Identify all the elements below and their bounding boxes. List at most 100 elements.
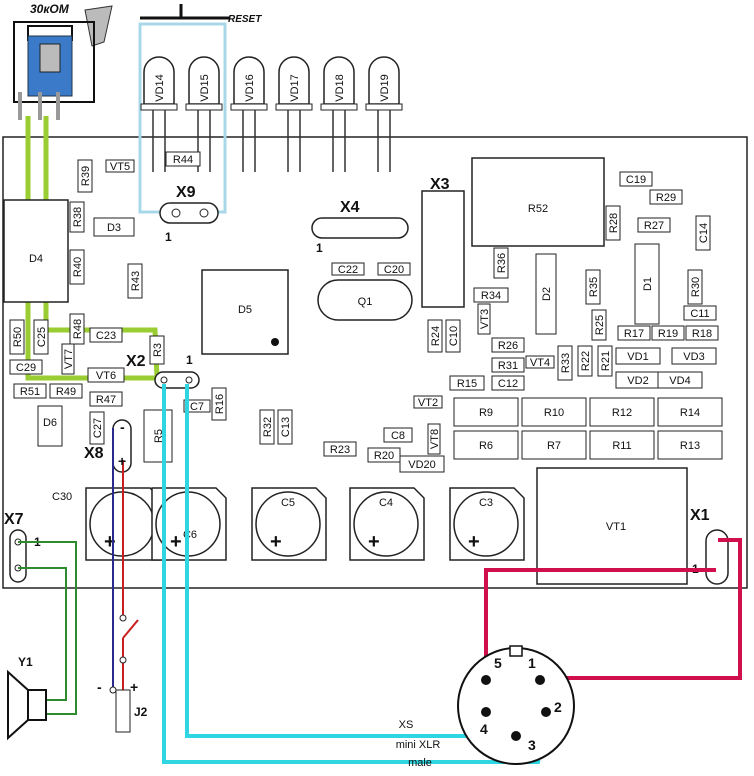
x9-label: X9: [176, 184, 196, 201]
part-vd1: VD1: [615, 347, 661, 365]
part-vd2: VD2: [615, 371, 661, 389]
led-vd18: VD18: [320, 56, 358, 172]
led-label: VD16: [244, 74, 256, 102]
x3-label: X3: [430, 176, 450, 193]
x1-label: X1: [690, 507, 710, 524]
part-label: C29: [16, 362, 36, 374]
part-r20: R20: [367, 447, 401, 463]
part-label: R36: [496, 253, 508, 273]
part-label: R16: [214, 394, 226, 414]
part-label: R33: [560, 353, 572, 373]
resistor-label: R11: [612, 440, 631, 452]
q1-label: Q1: [358, 296, 373, 308]
j2-minus: -: [97, 679, 102, 695]
part-r25: R25: [591, 309, 607, 341]
part-c20: C20: [377, 262, 411, 276]
xlr-type: mini XLR: [396, 739, 441, 751]
x4-pin1: 1: [316, 241, 323, 255]
part-label: C8: [391, 430, 405, 442]
resistor-r10: R10: [521, 397, 587, 427]
resistor-label: R10: [544, 407, 564, 419]
part-label: R23: [330, 444, 350, 456]
part-r44: R44: [165, 151, 201, 167]
part-r50: R50: [9, 319, 25, 355]
part-label: R21: [600, 351, 612, 371]
part-r5: R5: [143, 409, 173, 463]
part-label: VT2: [418, 397, 438, 409]
resistor-r7: R7: [521, 430, 587, 460]
part-label: R48: [72, 319, 84, 339]
x8-label: X8: [84, 445, 104, 462]
part-label: R22: [580, 351, 592, 371]
xlr-pin2: 2: [554, 699, 562, 715]
part-label: R40: [72, 257, 84, 277]
led-label: VD15: [199, 74, 211, 102]
d6-label: D6: [43, 417, 57, 429]
vt1-label: VT1: [606, 521, 626, 533]
d3-label: D3: [107, 222, 121, 234]
xlr-gender: male: [408, 757, 432, 769]
xlr-name: XS: [399, 719, 414, 731]
led-vd14: VD14: [140, 56, 178, 172]
part-c27: C27: [89, 411, 105, 445]
part-r24: R24: [427, 319, 443, 353]
x7-connector: [9, 529, 27, 583]
x3-connector: [421, 190, 465, 308]
part-label: R28: [608, 213, 620, 233]
reset-label: RESET: [228, 14, 262, 25]
capacitor-label: C4: [379, 497, 393, 509]
capacitor-label: C5: [281, 497, 295, 509]
part-label: VT4: [530, 357, 550, 369]
part-r18: R18: [685, 325, 719, 341]
part-label: R20: [374, 450, 394, 462]
d2-diode: [535, 253, 557, 335]
d2-label: D2: [541, 287, 553, 301]
led-vd16: VD16: [230, 56, 268, 172]
part-label: R43: [130, 271, 142, 291]
part-r22: R22: [577, 345, 593, 377]
part-r49: R49: [49, 383, 83, 399]
capacitor-plus: +: [368, 531, 380, 553]
j2-plus: +: [130, 679, 138, 695]
part-label: R17: [624, 328, 644, 340]
part-vt2: VT2: [413, 395, 443, 409]
part-label: R44: [173, 154, 193, 166]
xlr-pin1: 1: [528, 655, 536, 671]
part-r27: R27: [637, 217, 671, 233]
part-label: VD3: [683, 351, 704, 363]
speaker-icon: [7, 669, 47, 741]
part-vd20: VD20: [399, 455, 445, 473]
q1-crystal: [317, 279, 413, 321]
part-r15: R15: [449, 375, 485, 391]
led-vd15: VD15: [185, 56, 223, 172]
part-r33: R33: [557, 345, 573, 381]
xlr-pin4: 4: [480, 721, 488, 737]
part-r30: R30: [687, 269, 703, 305]
part-vt4: VT4: [525, 355, 555, 369]
part-label: R31: [498, 360, 518, 372]
capacitor-plus: +: [468, 531, 480, 553]
part-label: C22: [338, 264, 358, 276]
led-vd19: VD19: [365, 56, 403, 172]
vt1-transistor: [536, 467, 688, 585]
part-label: C19: [626, 174, 646, 186]
led-label: VD18: [334, 74, 346, 102]
part-r34: R34: [473, 287, 509, 303]
d1-diode: [634, 243, 660, 325]
part-c23: C23: [89, 327, 123, 343]
part-r29: R29: [649, 189, 683, 205]
part-vt3: VT3: [477, 303, 491, 335]
part-label: R19: [658, 328, 678, 340]
resistor-label: R6: [479, 440, 493, 452]
capacitor-label: C3: [479, 497, 493, 509]
part-c11: C11: [683, 305, 717, 321]
part-c22: C22: [331, 262, 365, 276]
part-r48: R48: [69, 313, 85, 345]
capacitor-plus: +: [270, 531, 282, 553]
part-label: R32: [262, 417, 274, 437]
part-c19: C19: [619, 171, 653, 187]
part-c25: C25: [33, 319, 49, 355]
